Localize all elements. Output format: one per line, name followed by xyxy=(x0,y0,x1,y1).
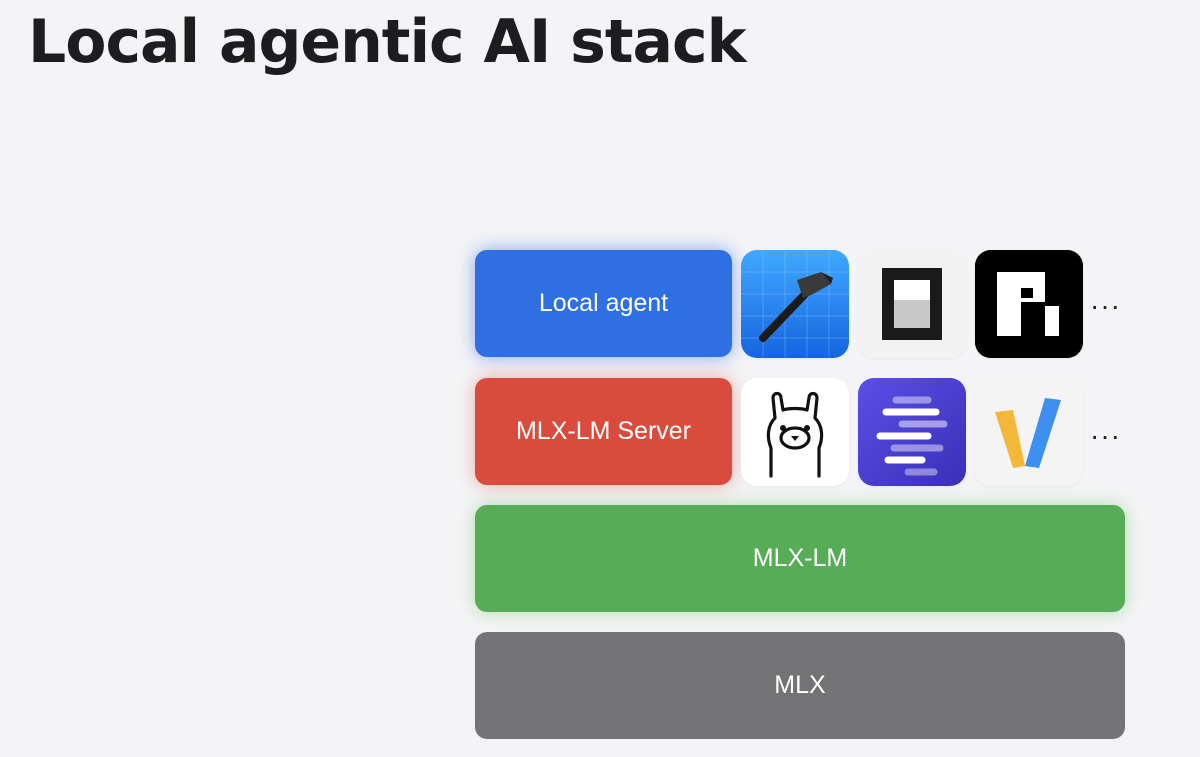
local-agent-label: Local agent xyxy=(538,289,669,317)
more-agents-indicator: ··· xyxy=(1090,290,1121,321)
opencode-icon xyxy=(858,250,966,358)
mlx-lm-server-label: MLX-LM Server xyxy=(515,417,692,445)
mlx-layer: MLX xyxy=(475,632,1125,739)
mlx-lm-server-layer: MLX-LM Server xyxy=(475,378,732,485)
ollama-llama-icon xyxy=(741,378,849,486)
page-title: Local agentic AI stack xyxy=(28,7,747,77)
mlx-lm-layer: MLX-LM xyxy=(475,505,1125,612)
mlx-lm-label: MLX-LM xyxy=(752,544,848,572)
more-servers-indicator: ··· xyxy=(1090,420,1121,451)
mlx-label: MLX xyxy=(774,671,826,699)
v-logo-icon xyxy=(975,378,1083,486)
xcode-hammer-icon xyxy=(741,250,849,358)
pi-agent-icon xyxy=(975,250,1083,358)
local-agent-layer: Local agent xyxy=(475,250,732,357)
lm-studio-icon xyxy=(858,378,966,486)
